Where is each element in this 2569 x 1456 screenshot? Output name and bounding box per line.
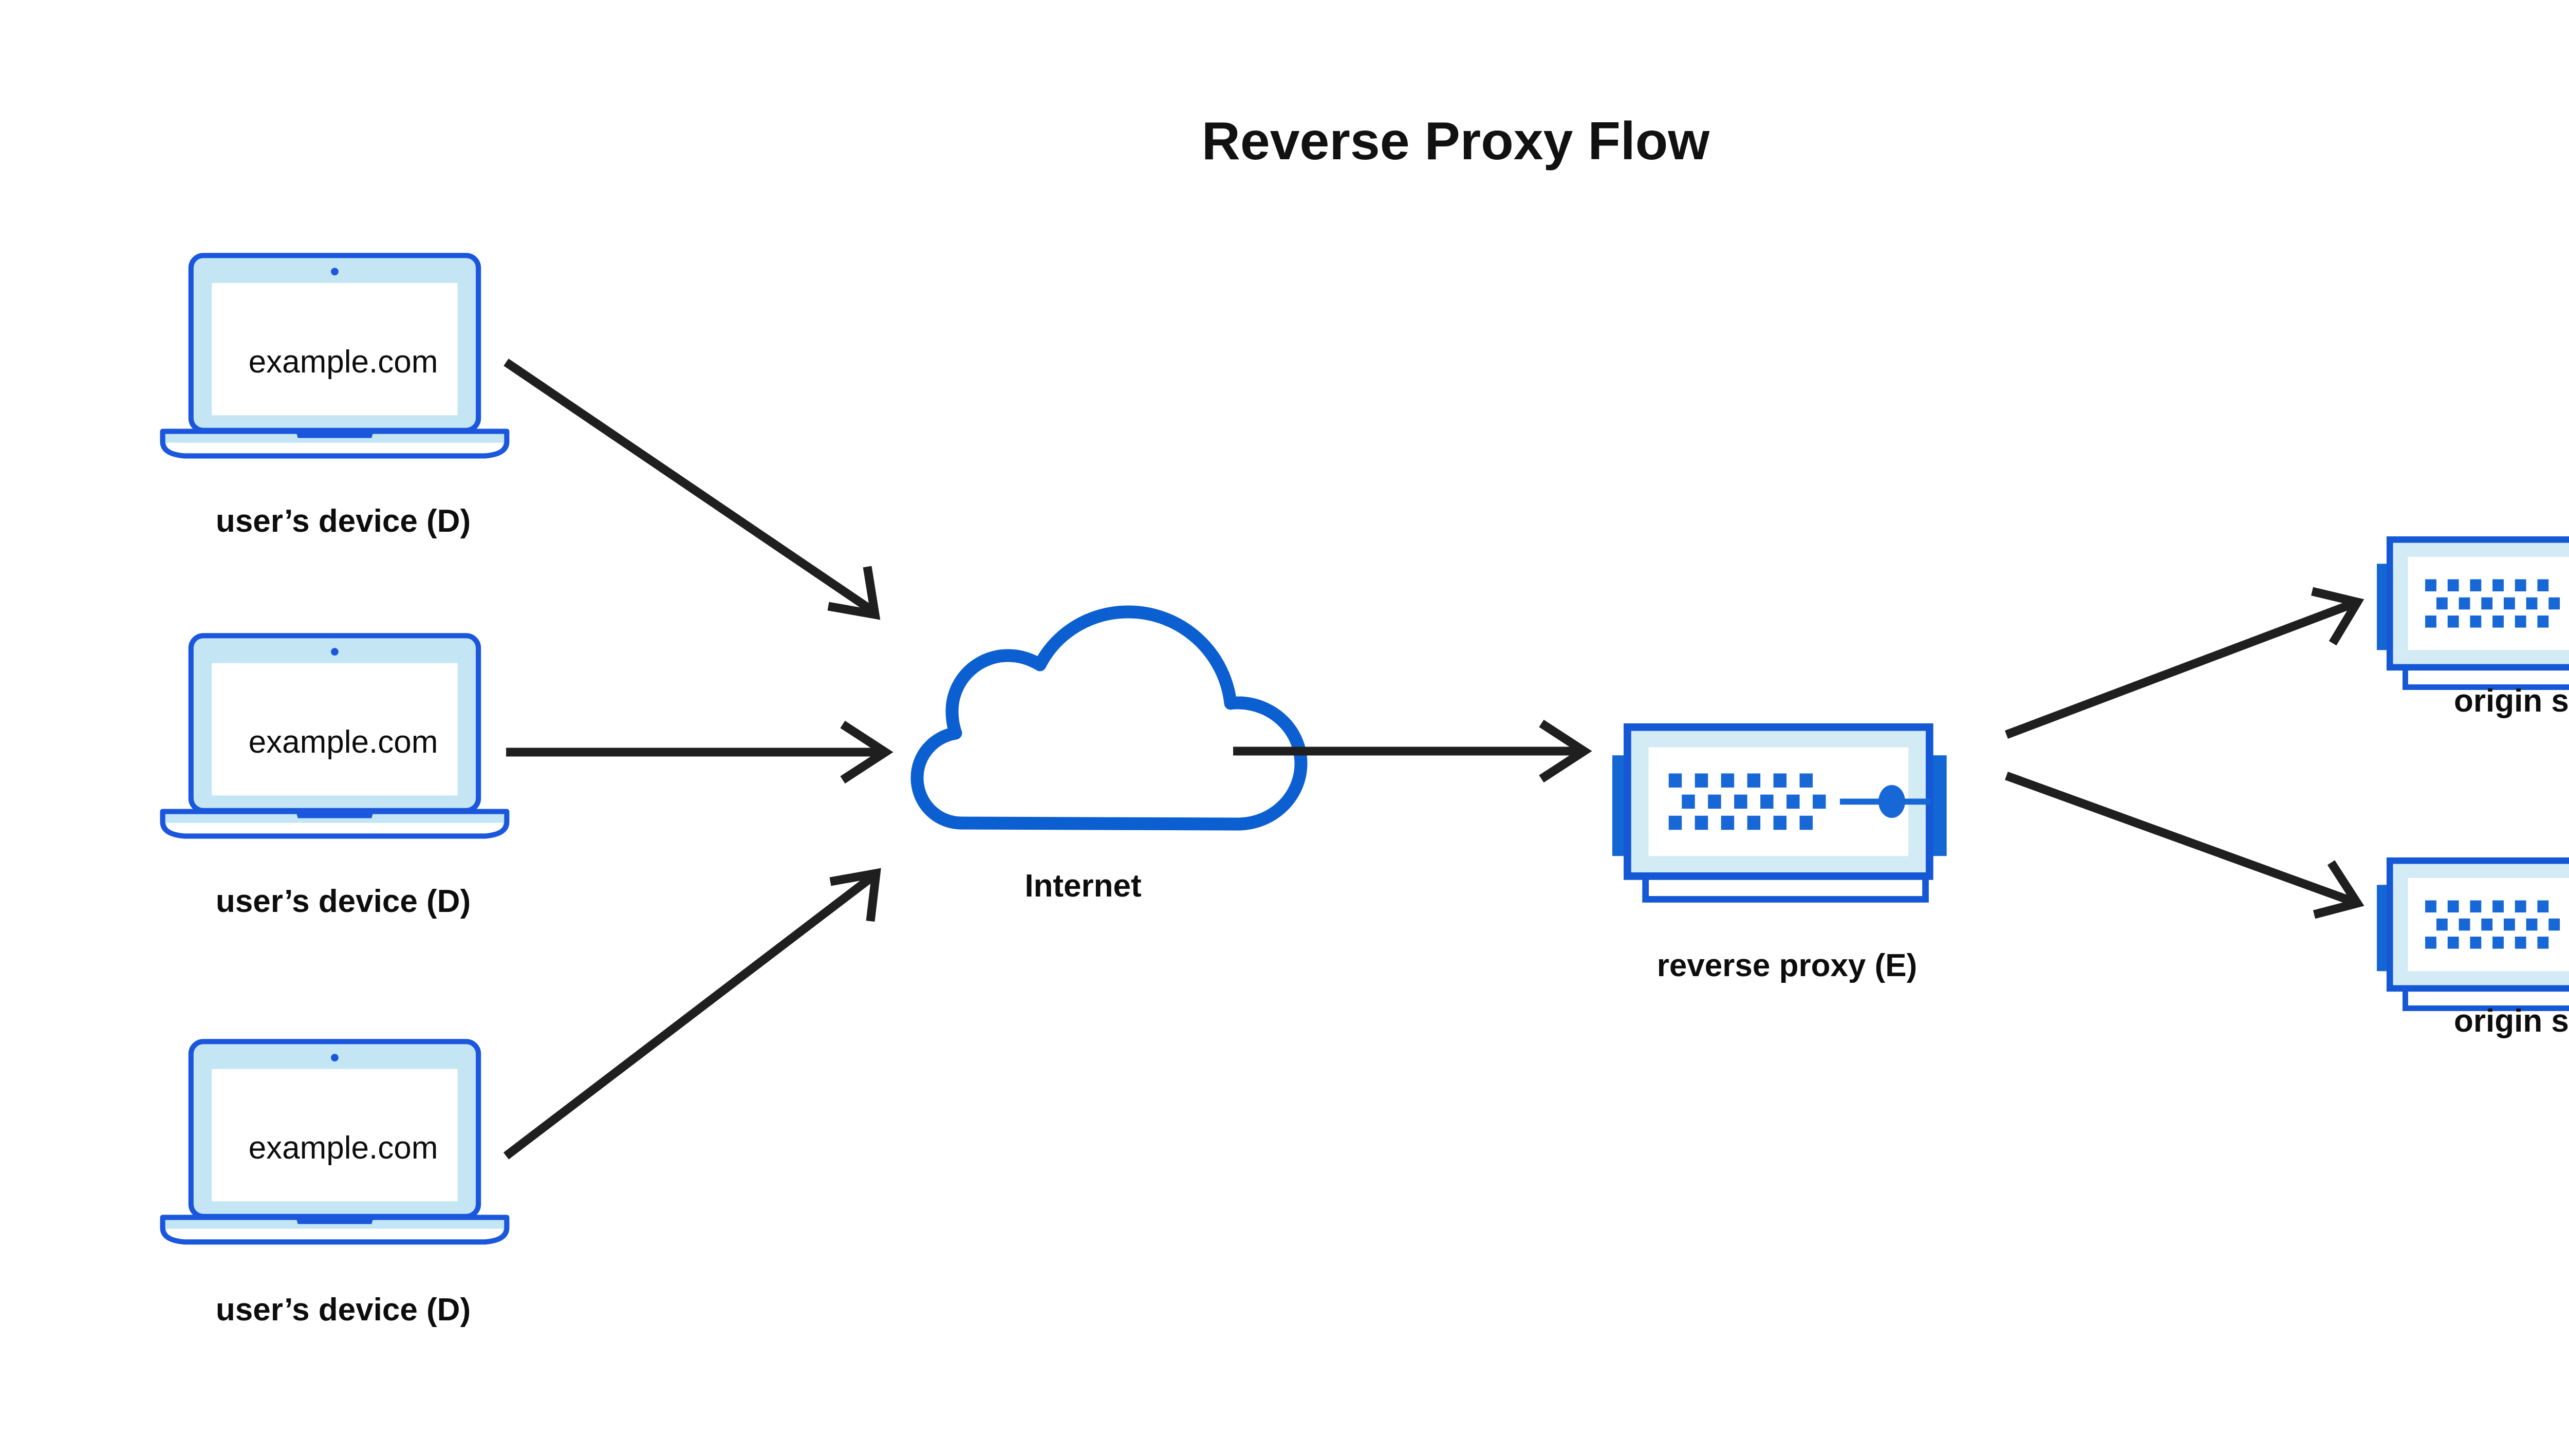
node-internet[interactable]: Internet xyxy=(910,605,1308,904)
arrow-device-middle-to-internet xyxy=(506,720,893,784)
device-screen-text: example.com xyxy=(249,344,438,380)
arrow-proxy-to-origin-bottom xyxy=(2005,772,2365,919)
device-label: user’s device (D) xyxy=(216,884,471,919)
reverse-proxy-label: reverse proxy (E) xyxy=(1657,948,1918,983)
cloud-icon xyxy=(910,605,1308,831)
arrow-proxy-to-origin-top xyxy=(2004,587,2365,739)
server-icon xyxy=(2377,539,2569,687)
node-device-top[interactable]: example.com user’s device (D) xyxy=(163,255,507,539)
device-label: user’s device (D) xyxy=(216,1292,471,1328)
node-device-bottom[interactable]: example.com user’s device (D) xyxy=(163,1041,507,1328)
device-label: user’s device (D) xyxy=(216,503,471,539)
origin-server-label: origin server (F) xyxy=(2454,683,2569,719)
arrow-device-bottom-to-internet xyxy=(503,868,881,1160)
internet-label: Internet xyxy=(1025,868,1141,904)
flow-arrows-to-internet xyxy=(503,358,893,1160)
device-screen-text: example.com xyxy=(249,724,438,760)
server-status-led xyxy=(1878,785,1905,818)
page-title: Reverse Proxy Flow xyxy=(1202,111,1710,171)
node-origin-top[interactable]: origin server (F) xyxy=(2377,539,2569,719)
origin-server-label: origin server (F) xyxy=(2454,1003,2569,1039)
node-origin-bottom[interactable]: origin server (F) xyxy=(2377,861,2569,1039)
device-screen-text: example.com xyxy=(249,1130,438,1166)
flow-arrows-to-origins xyxy=(2004,587,2365,919)
node-device-middle[interactable]: example.com user’s device (D) xyxy=(163,636,507,919)
node-reverse-proxy[interactable]: reverse proxy (E) xyxy=(1612,727,1947,983)
server-icon xyxy=(2377,861,2569,1008)
arrow-internet-to-proxy xyxy=(1233,719,1592,783)
arrow-device-top-to-internet xyxy=(504,358,881,620)
